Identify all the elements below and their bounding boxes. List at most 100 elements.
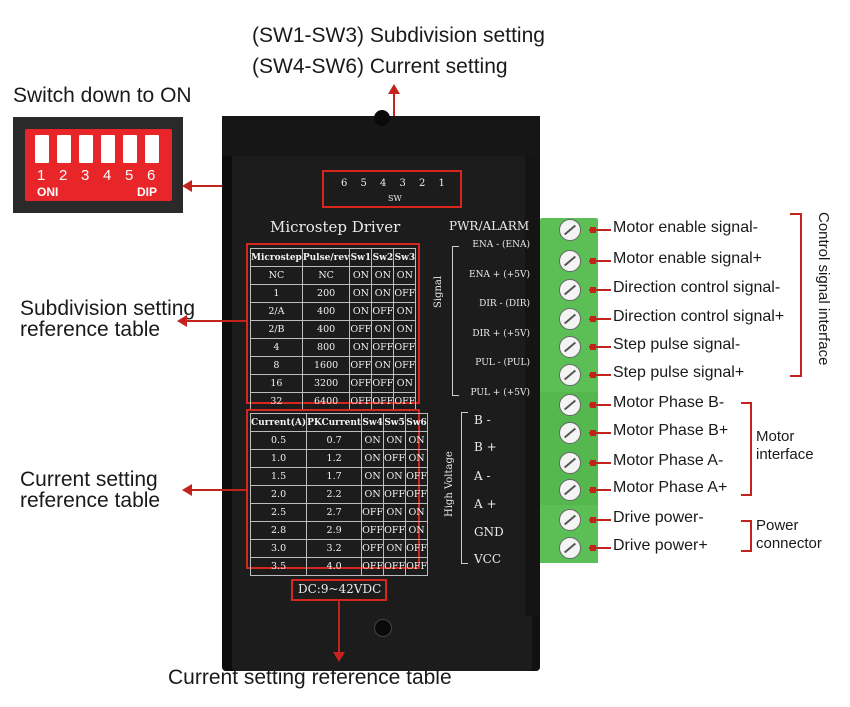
table-cell: OFF [361, 503, 385, 522]
sw-number: 1 [438, 178, 445, 189]
terminal-tick [590, 287, 596, 293]
table-cell: OFF [405, 539, 429, 558]
table-cell: 2.9 [306, 521, 363, 540]
table-cell: ON [405, 521, 429, 540]
table-cell: 2.8 [249, 521, 308, 540]
table-cell: 6400 [301, 392, 351, 411]
table-cell: NC [250, 266, 303, 285]
terminal-tick [590, 402, 596, 408]
terminal-label: Direction control signal+ [613, 308, 785, 325]
table-cell: OFF [383, 521, 407, 540]
table-cell: 3.5 [249, 557, 308, 576]
driver-side-plate [525, 156, 540, 616]
table-cell: 8 [250, 356, 303, 375]
table-header-cell: Sw1 [349, 248, 373, 267]
hv-pin-label: B - [474, 413, 491, 427]
sw-number: 5 [360, 178, 367, 189]
table-cell: 1.0 [249, 449, 308, 468]
terminal-leader [589, 318, 611, 320]
table-cell: OFF [393, 392, 417, 411]
dip-number: 1 [37, 167, 46, 184]
terminal-screw [559, 452, 581, 474]
table-cell: 1600 [301, 356, 351, 375]
control-group-label: Control signal interface [815, 212, 832, 366]
table-cell: ON [393, 374, 417, 393]
table-cell: 200 [301, 284, 351, 303]
terminal-label: Step pulse signal+ [613, 364, 745, 381]
table-cell: OFF [383, 557, 407, 576]
table-cell: OFF [361, 521, 385, 540]
terminal-label: Step pulse signal- [613, 336, 741, 353]
subdivision-arrow-line [185, 320, 246, 322]
table-header-cell: Sw4 [361, 413, 385, 432]
table-header-cell: PKCurrent [306, 413, 363, 432]
motor-bracket [741, 402, 752, 496]
terminal-leader [589, 519, 611, 521]
terminal-screw [559, 422, 581, 444]
table-cell: OFF [393, 338, 417, 357]
table-cell: OFF [405, 467, 429, 486]
table-cell: 800 [301, 338, 351, 357]
terminal-leader [589, 260, 611, 262]
table-cell: ON [371, 356, 395, 375]
table-header-cell: Sw6 [405, 413, 429, 432]
table-cell: ON [383, 467, 407, 486]
table-header-cell: Sw3 [393, 248, 417, 267]
signal-pin-label: ENA - (ENA) [472, 240, 530, 250]
terminal-label: Direction control signal- [613, 279, 781, 296]
hv-pin-label: A - [474, 469, 491, 483]
terminal-tick [590, 227, 596, 233]
terminal-screw [559, 250, 581, 272]
motor-group-line2: interface [756, 446, 814, 463]
table-cell: 2.0 [249, 485, 308, 504]
signal-bracket [452, 246, 459, 396]
signal-pin-label: ENA + (+5V) [469, 269, 530, 280]
table-cell: 4 [250, 338, 303, 357]
table-cell: ON [383, 503, 407, 522]
signal-pin-label: PUL + (+5V) [470, 387, 530, 398]
table-cell: OFF [371, 338, 395, 357]
dc-label: DC:9~42VDC [298, 582, 382, 596]
table-cell: 4.0 [306, 557, 363, 576]
table-cell: ON [349, 284, 373, 303]
table-cell: 3200 [301, 374, 351, 393]
sw-label: SW [388, 194, 402, 203]
terminal-screw [559, 336, 581, 358]
terminal-tick [590, 258, 596, 264]
dc-box [291, 579, 387, 601]
table-cell: 0.7 [306, 431, 363, 450]
sw-box [322, 170, 462, 208]
terminal-leader [589, 547, 611, 549]
current-label-line2: reference table [20, 489, 161, 512]
table-cell: ON [393, 302, 417, 321]
table-cell: NC [301, 266, 351, 285]
terminal-leader [589, 289, 611, 291]
top-caption-line2: (SW4-SW6) Current setting [252, 55, 508, 78]
driver-title: Microstep Driver [270, 218, 401, 236]
dip-lever [57, 135, 71, 163]
table-cell: ON [383, 431, 407, 450]
table-cell: ON [349, 338, 373, 357]
table-cell: 400 [301, 302, 351, 321]
table-cell: 2.7 [306, 503, 363, 522]
terminal-label: Drive power- [613, 509, 704, 526]
table-cell: ON [405, 449, 429, 468]
bottom-caption: Current setting reference table [168, 666, 452, 689]
table-cell: ON [361, 449, 385, 468]
power-group-line1: Power [756, 517, 799, 534]
terminal-label: Motor enable signal+ [613, 250, 762, 267]
table-cell: ON [405, 431, 429, 450]
table-cell: ON [349, 266, 373, 285]
